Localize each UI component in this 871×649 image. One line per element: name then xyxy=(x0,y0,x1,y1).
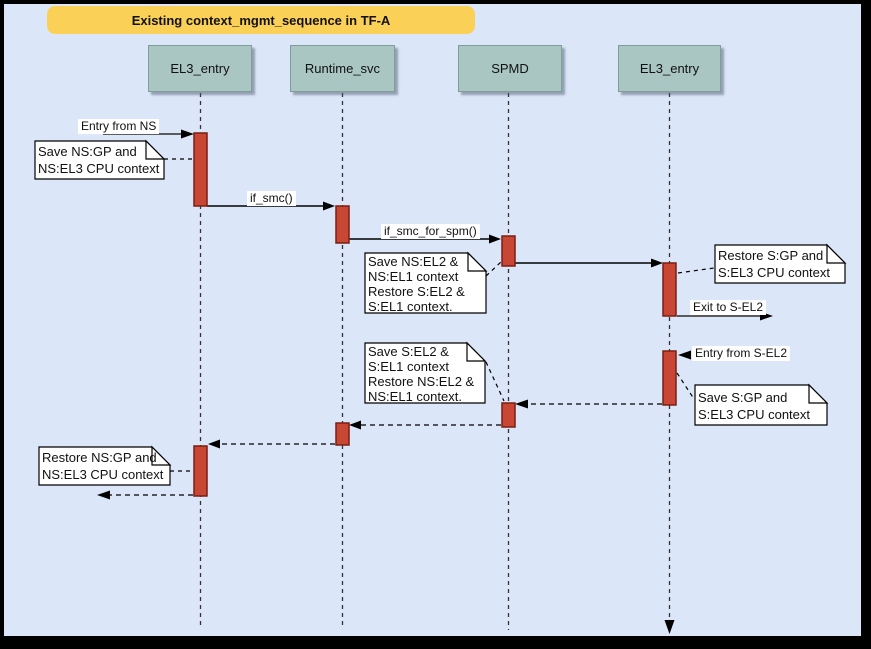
activation-bar-runtime-2 xyxy=(335,422,350,446)
activation-bar-spmd-2 xyxy=(501,402,516,428)
activation-bar-spmd-1 xyxy=(501,235,516,267)
diagram-title: Existing context_mgmt_sequence in TF-A xyxy=(47,6,475,34)
note-connector-5 xyxy=(676,372,695,400)
note-text-save-s-gp: Save S:GP and S:EL3 CPU context xyxy=(698,390,810,422)
lifeline-label: EL3_entry xyxy=(170,61,230,76)
diagram-canvas xyxy=(4,4,861,636)
message-label-if-smc: if_smc() xyxy=(247,191,296,206)
note-save-s-gp xyxy=(694,383,829,426)
activation-bar-el3-right-2 xyxy=(662,350,677,406)
activation-bar-el3-left-1 xyxy=(193,132,208,207)
lifeline-label: SPMD xyxy=(491,61,529,76)
arrowhead-entry-from-ns-icon xyxy=(181,129,194,139)
note-save-s-el2 xyxy=(364,341,487,404)
note-connector-4 xyxy=(485,361,505,402)
arrowhead-entry-from-s-el2-icon xyxy=(678,350,691,360)
note-restore-s-gp xyxy=(714,243,847,284)
message-label-entry-from-s-el2: Entry from S-EL2 xyxy=(692,346,791,361)
note-fold-icon xyxy=(808,383,829,404)
note-fold-icon xyxy=(145,139,166,160)
arrowhead-el3-to-spmd-icon xyxy=(515,399,528,409)
activation-bar-runtime-1 xyxy=(335,205,350,244)
arrowhead-spmd-to-el3-icon xyxy=(651,258,663,268)
lifeline-head-el3-entry-right: EL3_entry xyxy=(618,45,721,92)
activation-bar-el3-left-2 xyxy=(193,445,208,497)
arrowhead-if-smc-for-spm-icon xyxy=(489,234,501,244)
lifeline-head-el3-entry-left: EL3_entry xyxy=(148,45,252,92)
lifeline-head-spmd: SPMD xyxy=(458,45,562,92)
note-fold-icon xyxy=(466,341,487,362)
note-text-restore-s-gp: Restore S:GP and S:EL3 CPU context xyxy=(718,248,830,280)
arrowhead-runtime-to-el3-icon xyxy=(208,439,220,449)
note-fold-icon xyxy=(467,251,488,272)
arrowhead-el3-to-ns-icon xyxy=(97,490,110,500)
note-fold-icon xyxy=(151,445,172,466)
message-label-entry-from-ns: Entry from NS xyxy=(78,119,160,134)
note-save-ns-el2 xyxy=(364,251,488,314)
arrowhead-if-smc-icon xyxy=(323,201,335,211)
note-save-ns-gp xyxy=(34,139,166,180)
note-connector-3 xyxy=(677,267,715,274)
lifeline-label: Runtime_svc xyxy=(304,61,381,76)
message-label-exit-to-s-el2: Exit to S-EL2 xyxy=(690,300,767,315)
lifeline-label: EL3_entry xyxy=(639,61,700,76)
diagram-title-text: Existing context_mgmt_sequence in TF-A xyxy=(131,12,391,28)
note-text-save-ns-el2: Save NS:EL2 & NS:EL1 context Restore S:E… xyxy=(368,254,465,314)
note-restore-ns-gp xyxy=(38,445,172,486)
lifeline-head-runtime-svc: Runtime_svc xyxy=(290,45,395,92)
note-text-save-ns-gp: Save NS:GP and NS:EL3 CPU context xyxy=(38,144,160,176)
note-fold-icon xyxy=(826,243,847,264)
note-connector-2 xyxy=(485,260,503,277)
note-text-save-s-el2: Save S:EL2 & S:EL1 context Restore NS:EL… xyxy=(368,344,475,404)
message-label-if-smc-for-spm: if_smc_for_spm() xyxy=(381,224,480,239)
note-text-restore-ns-gp: Restore NS:GP and NS:EL3 CPU context xyxy=(42,450,164,482)
arrowhead-spmd-to-runtime-icon xyxy=(349,420,361,430)
lifeline-end-arrowhead-icon xyxy=(664,620,675,634)
activation-bar-el3-right-1 xyxy=(662,262,677,317)
